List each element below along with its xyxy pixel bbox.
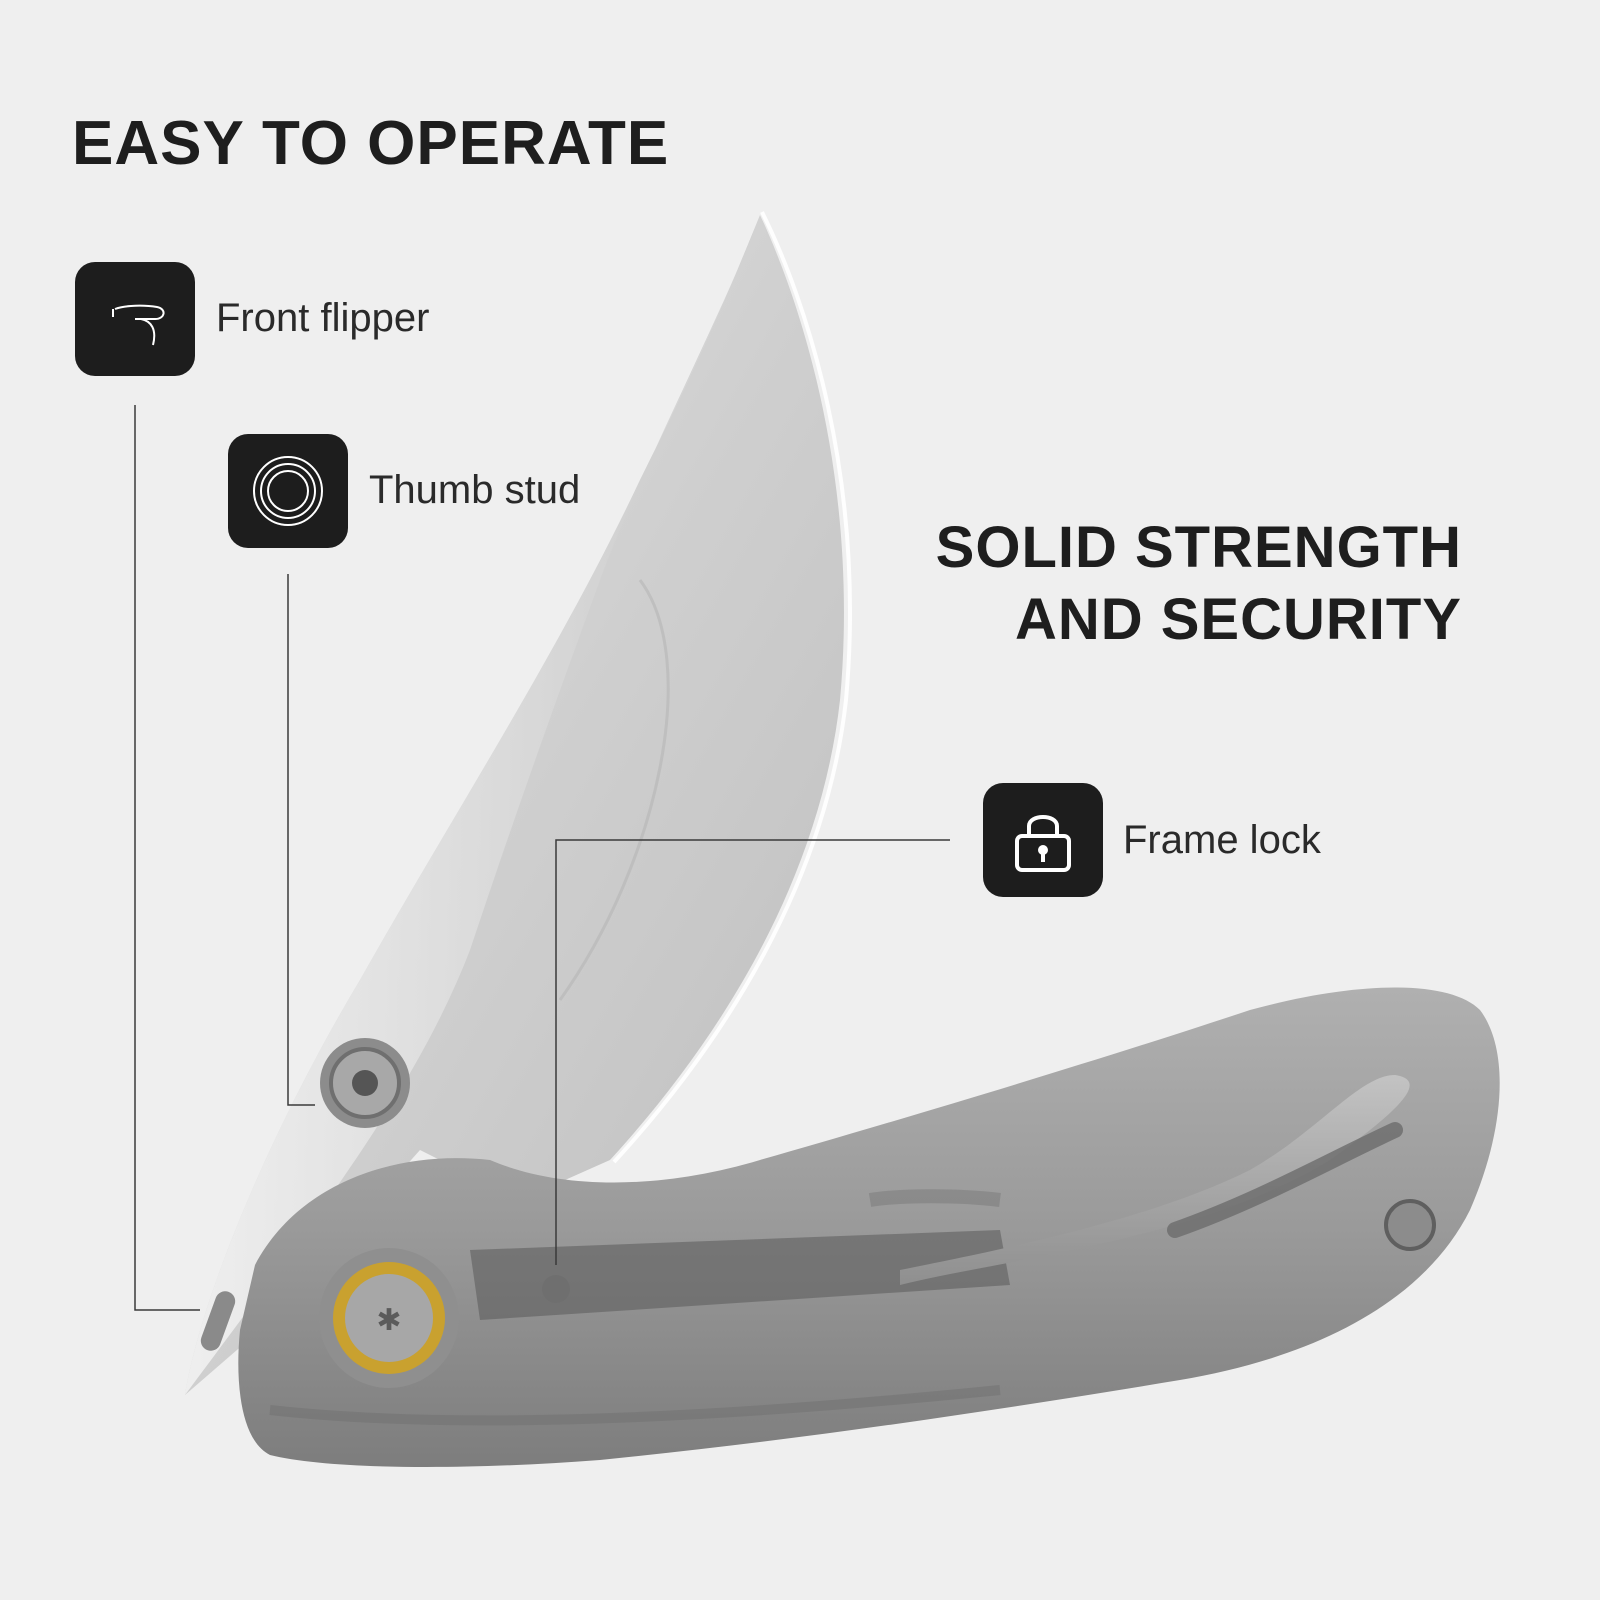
solid-strength-line-1: SOLID STRENGTH xyxy=(935,515,1462,580)
stop-pin xyxy=(542,1275,570,1303)
flipper-badge xyxy=(75,262,195,376)
pocket-clip xyxy=(900,1075,1436,1285)
flipper-icon xyxy=(112,304,165,346)
frame-lock-label: Frame lock xyxy=(1123,818,1321,862)
solid-strength-heading: SOLID STRENGTH AND SECURITY xyxy=(936,512,1462,656)
easy-to-operate-heading: EASY TO OPERATE xyxy=(72,109,670,178)
svg-text:✱: ✱ xyxy=(376,1303,401,1338)
thumb-stud xyxy=(320,1038,410,1128)
lock-icon xyxy=(1015,815,1071,872)
frame-lock-badge xyxy=(983,783,1103,897)
solid-strength-line-2: AND SECURITY xyxy=(1014,587,1462,652)
pivot: ✱ xyxy=(319,1248,459,1388)
flipper-tab xyxy=(200,1291,236,1351)
thumb-stud-icon xyxy=(253,456,323,526)
front-flipper-label: Front flipper xyxy=(216,296,430,340)
thumb-stud-badge xyxy=(228,434,348,548)
handle xyxy=(238,987,1500,1467)
thumb-stud-label: Thumb stud xyxy=(369,468,581,512)
callout-lines xyxy=(134,405,950,1311)
